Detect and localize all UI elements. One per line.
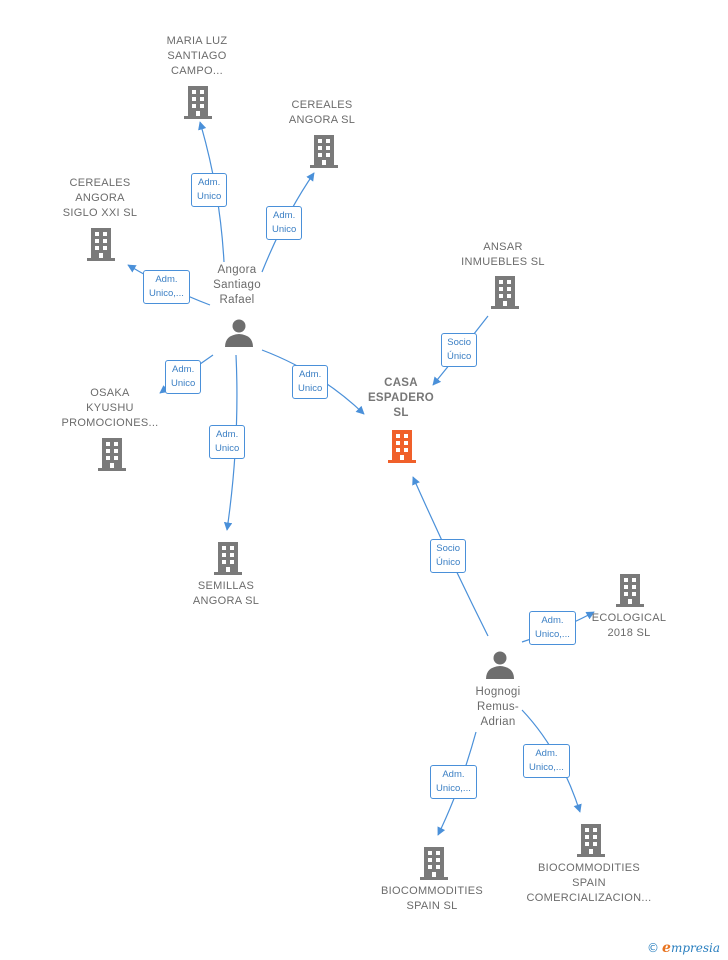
company-label-ecological[interactable]: ECOLOGICAL 2018 SL (591, 612, 667, 639)
relation-label-hognogi-casa[interactable]: Socio Único (430, 539, 467, 573)
company-label-cereales-angora[interactable]: CEREALES ANGORA SL (288, 99, 356, 126)
company-label-ansar[interactable]: ANSAR INMUEBLES SL (461, 241, 545, 268)
relation-label-ecological[interactable]: Adm. Unico,... (529, 611, 576, 645)
company-label-semillas[interactable]: SEMILLAS ANGORA SL (192, 580, 260, 607)
building-icon[interactable] (96, 436, 128, 472)
building-icon[interactable] (182, 84, 214, 120)
company-label-cereales-siglo[interactable]: CEREALES ANGORA SIGLO XXI SL (62, 177, 138, 219)
brand-initial: e (662, 940, 671, 956)
company-label-bio-comercial[interactable]: BIOCOMMODITIES SPAIN COMERCIALIZACION... (526, 862, 652, 904)
person-icon[interactable] (224, 318, 254, 348)
building-icon[interactable] (418, 845, 450, 881)
company-label-maria-luz[interactable]: MARIA LUZ SANTIAGO CAMPO... (166, 35, 228, 77)
relation-label-maria[interactable]: Adm. Unico (191, 173, 228, 207)
empresia-logo[interactable]: ©empresia (647, 940, 720, 956)
building-icon[interactable] (575, 822, 607, 858)
relation-label-casa[interactable]: Adm. Unico (292, 365, 329, 399)
relation-label-bio-spain[interactable]: Adm. Unico,... (430, 765, 477, 799)
company-label-bio-spain[interactable]: BIOCOMMODITIES SPAIN SL (381, 885, 483, 912)
building-icon[interactable] (386, 428, 418, 464)
company-label-osaka[interactable]: OSAKA KYUSHU PROMOCIONES... (61, 387, 159, 429)
person-icon[interactable] (485, 650, 515, 680)
building-icon[interactable] (308, 133, 340, 169)
building-icon[interactable] (85, 226, 117, 262)
relation-label-bio-comercial[interactable]: Adm. Unico,... (523, 744, 570, 778)
company-label-casa-espadero[interactable]: CASA ESPADERO SL (367, 377, 435, 419)
building-icon[interactable] (614, 572, 646, 608)
building-icon[interactable] (212, 540, 244, 576)
relation-label-semillas[interactable]: Adm. Unico (209, 425, 246, 459)
brand-name: mpresia (670, 941, 720, 955)
relation-label-ansar[interactable]: Socio Único (441, 333, 478, 367)
person-label-hognogi[interactable]: Hognogi Remus- Adrian (475, 686, 521, 728)
person-label-angora[interactable]: Angora Santiago Rafael (213, 264, 261, 306)
building-icon[interactable] (489, 274, 521, 310)
copyright-icon: © (647, 941, 660, 955)
relation-label-cereales[interactable]: Adm. Unico (266, 206, 303, 240)
relation-label-siglo[interactable]: Adm. Unico,... (143, 270, 190, 304)
relation-label-osaka[interactable]: Adm. Unico (165, 360, 202, 394)
